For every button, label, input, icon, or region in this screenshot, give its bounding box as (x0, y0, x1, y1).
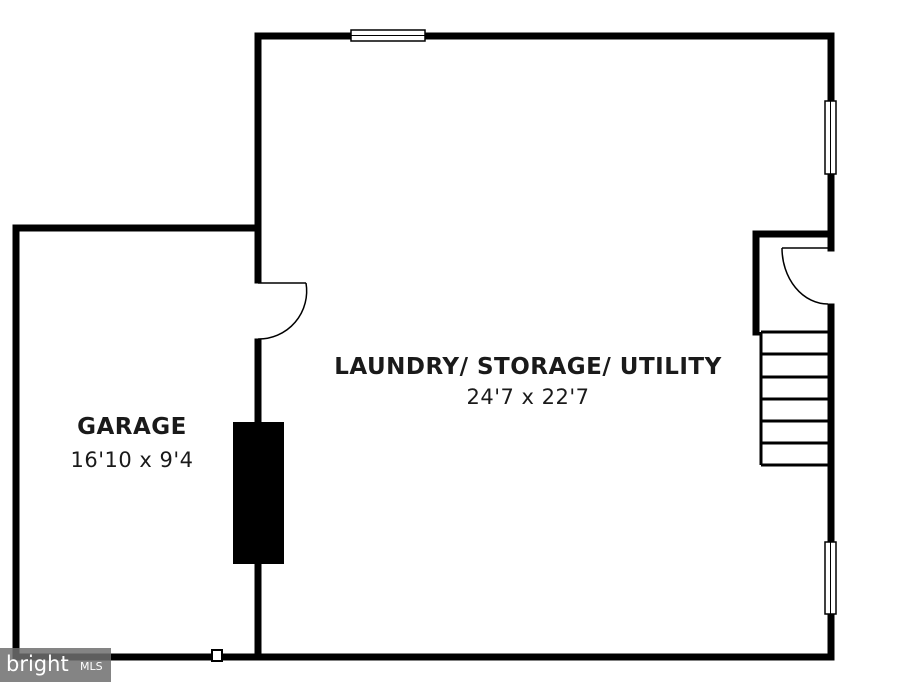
window-right-upper (824, 100, 837, 175)
window-right-lower (824, 541, 837, 615)
laundry-label: LAUNDRY/ STORAGE/ UTILITY (334, 354, 722, 380)
garage-label: GARAGE (77, 414, 187, 440)
laundry-dimensions: 24'7 x 22'7 (467, 385, 590, 409)
door-stairs (781, 247, 829, 305)
garage-walls (12, 224, 262, 661)
door-garage-laundry (257, 282, 308, 340)
watermark-suffix: MLS (80, 660, 103, 673)
stairs (759, 330, 829, 467)
bright-mls-watermark: bright MLS (0, 648, 111, 682)
watermark-brand: bright (6, 652, 69, 676)
wall-fixture (211, 649, 223, 662)
chimney-block (233, 422, 284, 564)
laundry-walls (211, 32, 835, 661)
window-top (350, 29, 426, 42)
garage-dimensions: 16'10 x 9'4 (71, 448, 194, 472)
